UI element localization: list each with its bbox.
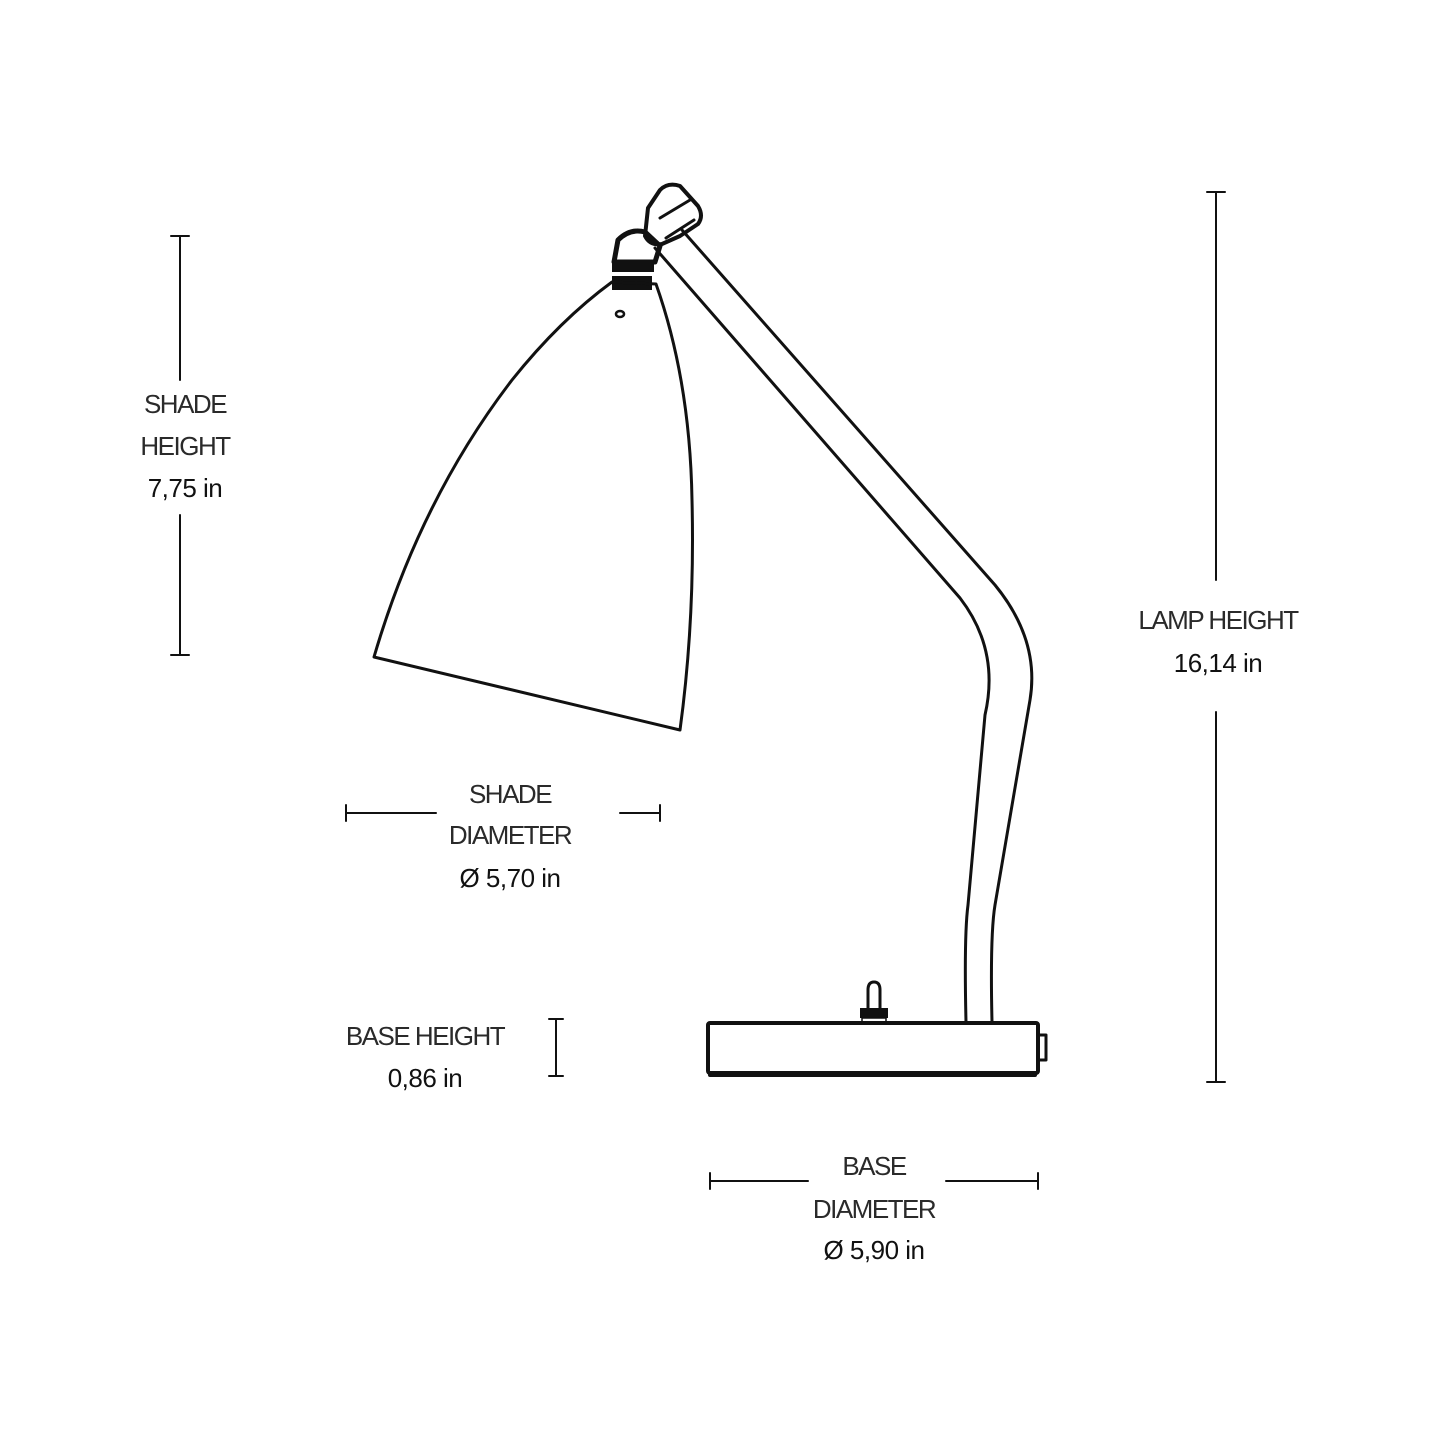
base-diameter-dimension-line bbox=[709, 1172, 1039, 1190]
base-height-dimension-line bbox=[548, 1018, 564, 1077]
lamp-height-label: LAMP HEIGHT bbox=[1138, 605, 1299, 635]
shade-diameter-label-line1: SHADE bbox=[468, 779, 553, 809]
lamp-height-dimension-line bbox=[1206, 191, 1226, 1083]
shade-vent-hole bbox=[614, 309, 626, 319]
shade-height-value: 7,75 in bbox=[147, 473, 223, 503]
lamp-arm bbox=[653, 228, 1034, 1024]
lamp-shade bbox=[372, 280, 694, 732]
base-diameter-label-line2: DIAMETER bbox=[812, 1194, 937, 1224]
toggle-switch bbox=[860, 980, 888, 1024]
shade-diameter-label-line2: DIAMETER bbox=[448, 820, 573, 850]
shade-diameter-value: Ø 5,70 in bbox=[459, 863, 561, 893]
lamp-height-value: 16,14 in bbox=[1173, 648, 1263, 678]
base-diameter-label-line1: BASE bbox=[842, 1151, 907, 1181]
shade-height-dimension-line bbox=[170, 235, 190, 656]
shade-height-label-line2: HEIGHT bbox=[140, 431, 231, 461]
base-diameter-value: Ø 5,90 in bbox=[823, 1235, 925, 1265]
lamp-base bbox=[706, 1021, 1048, 1077]
arm-joint-cap bbox=[643, 182, 703, 247]
shade-height-label-line1: SHADE bbox=[143, 389, 228, 419]
shade-diameter-dimension-line bbox=[345, 804, 661, 822]
base-height-value: 0,86 in bbox=[387, 1063, 463, 1093]
base-height-label: BASE HEIGHT bbox=[345, 1021, 506, 1051]
